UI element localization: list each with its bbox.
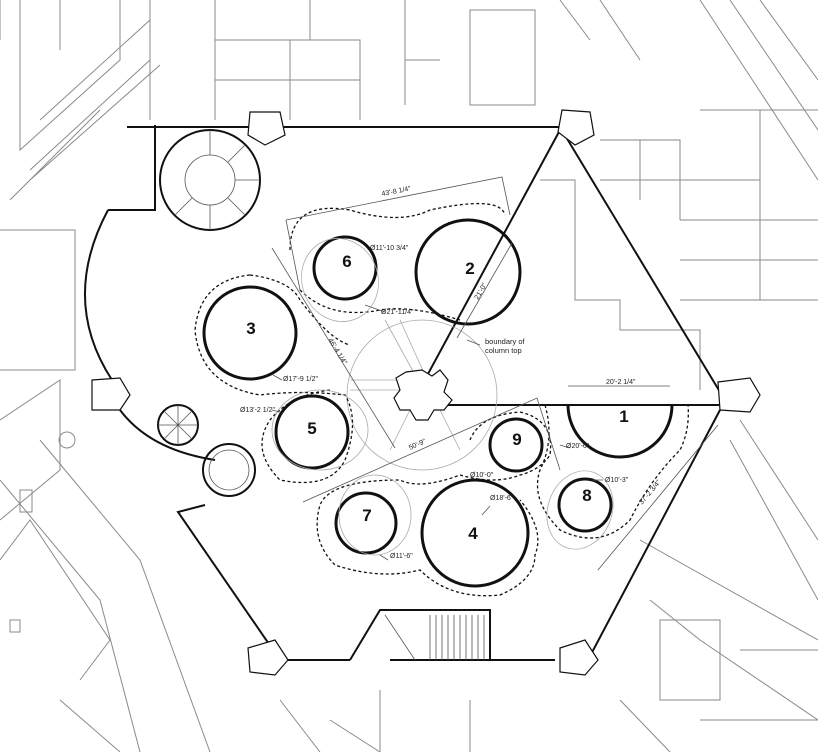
column-number-5: 5 [307,419,316,438]
dimension-lines [271,176,719,571]
column-7[interactable] [334,491,398,555]
dim-right-diag: 37'-2 3/4" [638,479,663,506]
small-spiral-stair [157,404,199,446]
column-8[interactable] [557,477,613,533]
boundary-note-line2: column top [485,346,522,355]
diameter-label-5: Ø13'-2 1/2" [240,407,275,414]
central-hub [346,319,498,471]
corner-piers [91,109,761,676]
round-elevator [202,443,256,497]
dashed-boundaries [194,202,689,597]
diameter-label-8: Ø10'-3" [605,477,629,484]
dim-left-diag: 46'-4 1/4" [326,337,348,366]
column-3[interactable] [202,285,298,381]
column-number-4: 4 [468,524,478,543]
diameter-label-4: Ø18'-6" [490,495,514,502]
column-number-9: 9 [512,430,521,449]
column-5[interactable] [274,394,350,470]
column-circles [202,218,674,588]
column-number-7: 7 [362,506,371,525]
dim-col1-chord: 20'-2 1/4" [606,379,636,386]
dim-center-diag: 50'-9" [408,438,428,452]
diameter-label-2: Ø21'-11/4" [381,309,414,316]
column-number-2: 2 [465,259,474,278]
column-numbers: 1 2 3 4 5 6 7 8 9 [246,252,628,543]
column-number-1: 1 [619,407,628,426]
diameter-label-7: Ø11'-6" [390,553,413,560]
column-4[interactable] [420,478,530,588]
spiral-stair [159,129,261,231]
column-1[interactable] [566,404,674,459]
column-9[interactable] [488,417,544,473]
dimension-labels: 43'-8 1/4" 21'-0" 46'-4 1/4" 50'-9" 20'-… [240,185,663,560]
boundary-note-line1: boundary of [485,337,526,346]
column-number-8: 8 [582,486,591,505]
diameter-label-6: Ø11'-10 3/4" [370,245,409,252]
column-number-3: 3 [246,319,255,338]
column-number-6: 6 [342,252,351,271]
diameter-label-9: Ø10'-0" [470,472,494,479]
column-2[interactable] [414,218,522,326]
straight-stair [349,609,491,661]
diameter-label-1: Ø20'-6" [566,443,590,450]
diameter-label-3: Ø17'-9 1/2" [283,376,318,383]
